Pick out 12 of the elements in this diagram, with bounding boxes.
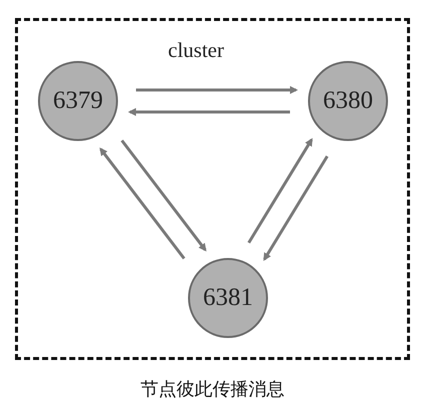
cluster-label: cluster xyxy=(168,37,224,64)
arrow xyxy=(120,140,206,252)
arrow xyxy=(136,86,298,94)
arrow xyxy=(100,147,186,260)
arrow xyxy=(248,138,313,244)
cluster-boundary xyxy=(15,18,410,360)
node-label: 6381 xyxy=(203,283,253,314)
node-label: 6379 xyxy=(53,86,103,116)
arrow xyxy=(263,155,328,262)
node-label: 6380 xyxy=(323,86,373,116)
arrow xyxy=(128,108,290,116)
caption: 节点彼此传播消息 xyxy=(140,378,286,401)
